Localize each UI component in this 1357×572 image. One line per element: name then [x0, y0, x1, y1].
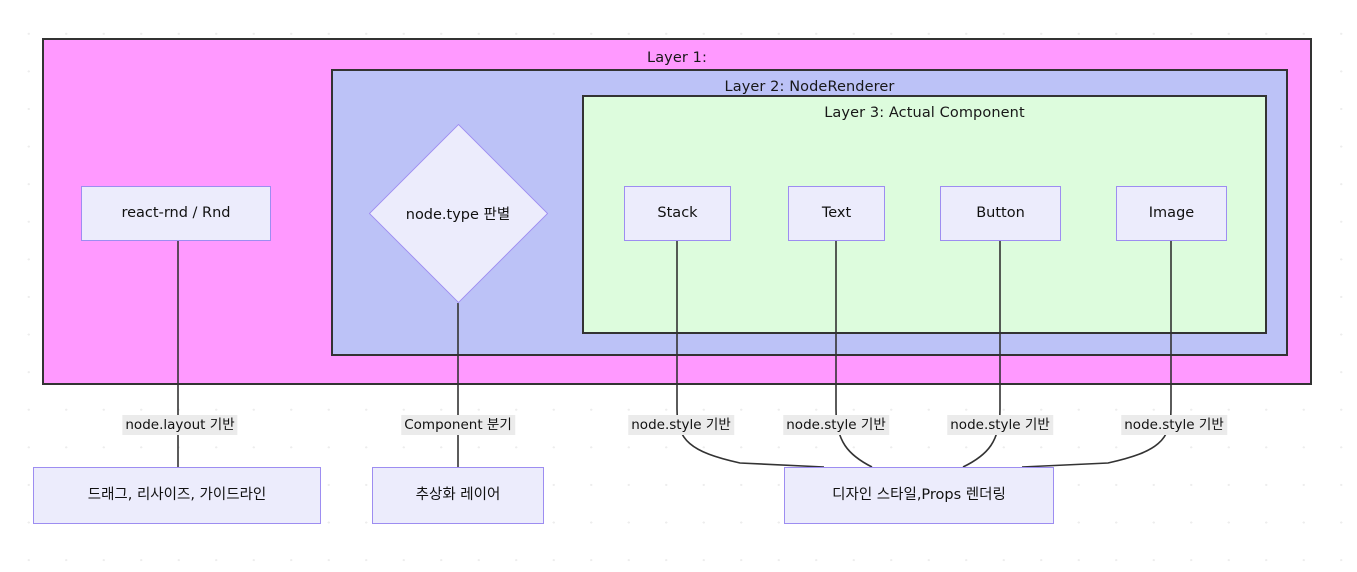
node-drag-resize-guideline[interactable]: 드래그, 리사이즈, 가이드라인	[33, 467, 321, 524]
layer-3-title: Layer 3: Actual Component	[824, 105, 1025, 121]
node-image[interactable]: Image	[1116, 186, 1227, 241]
node-react-rnd[interactable]: react-rnd / Rnd	[81, 186, 271, 241]
node-button[interactable]: Button	[940, 186, 1061, 241]
node-design-style-props-rendering[interactable]: 디자인 스타일,Props 렌더링	[784, 467, 1054, 524]
edge-label-component-branch: Component 분기	[401, 415, 515, 436]
edge-label-node-style-button: node.style 기반	[947, 415, 1053, 436]
edge-label-node-style-image: node.style 기반	[1121, 415, 1227, 436]
node-text[interactable]: Text	[788, 186, 885, 241]
layer-2-title: Layer 2: NodeRenderer	[724, 79, 895, 95]
node-abstraction-layer[interactable]: 추상화 레이어	[372, 467, 544, 524]
edge-label-node-layout: node.layout 기반	[122, 415, 238, 436]
node-node-type-decision-label: node.type 판별	[405, 206, 511, 223]
node-node-type-decision[interactable]: node.type 판별	[368, 123, 548, 303]
edge-label-node-style-text: node.style 기반	[783, 415, 889, 436]
edge-label-node-style-stack: node.style 기반	[628, 415, 734, 436]
node-stack[interactable]: Stack	[624, 186, 731, 241]
layer-1-title: Layer 1:	[647, 50, 707, 66]
